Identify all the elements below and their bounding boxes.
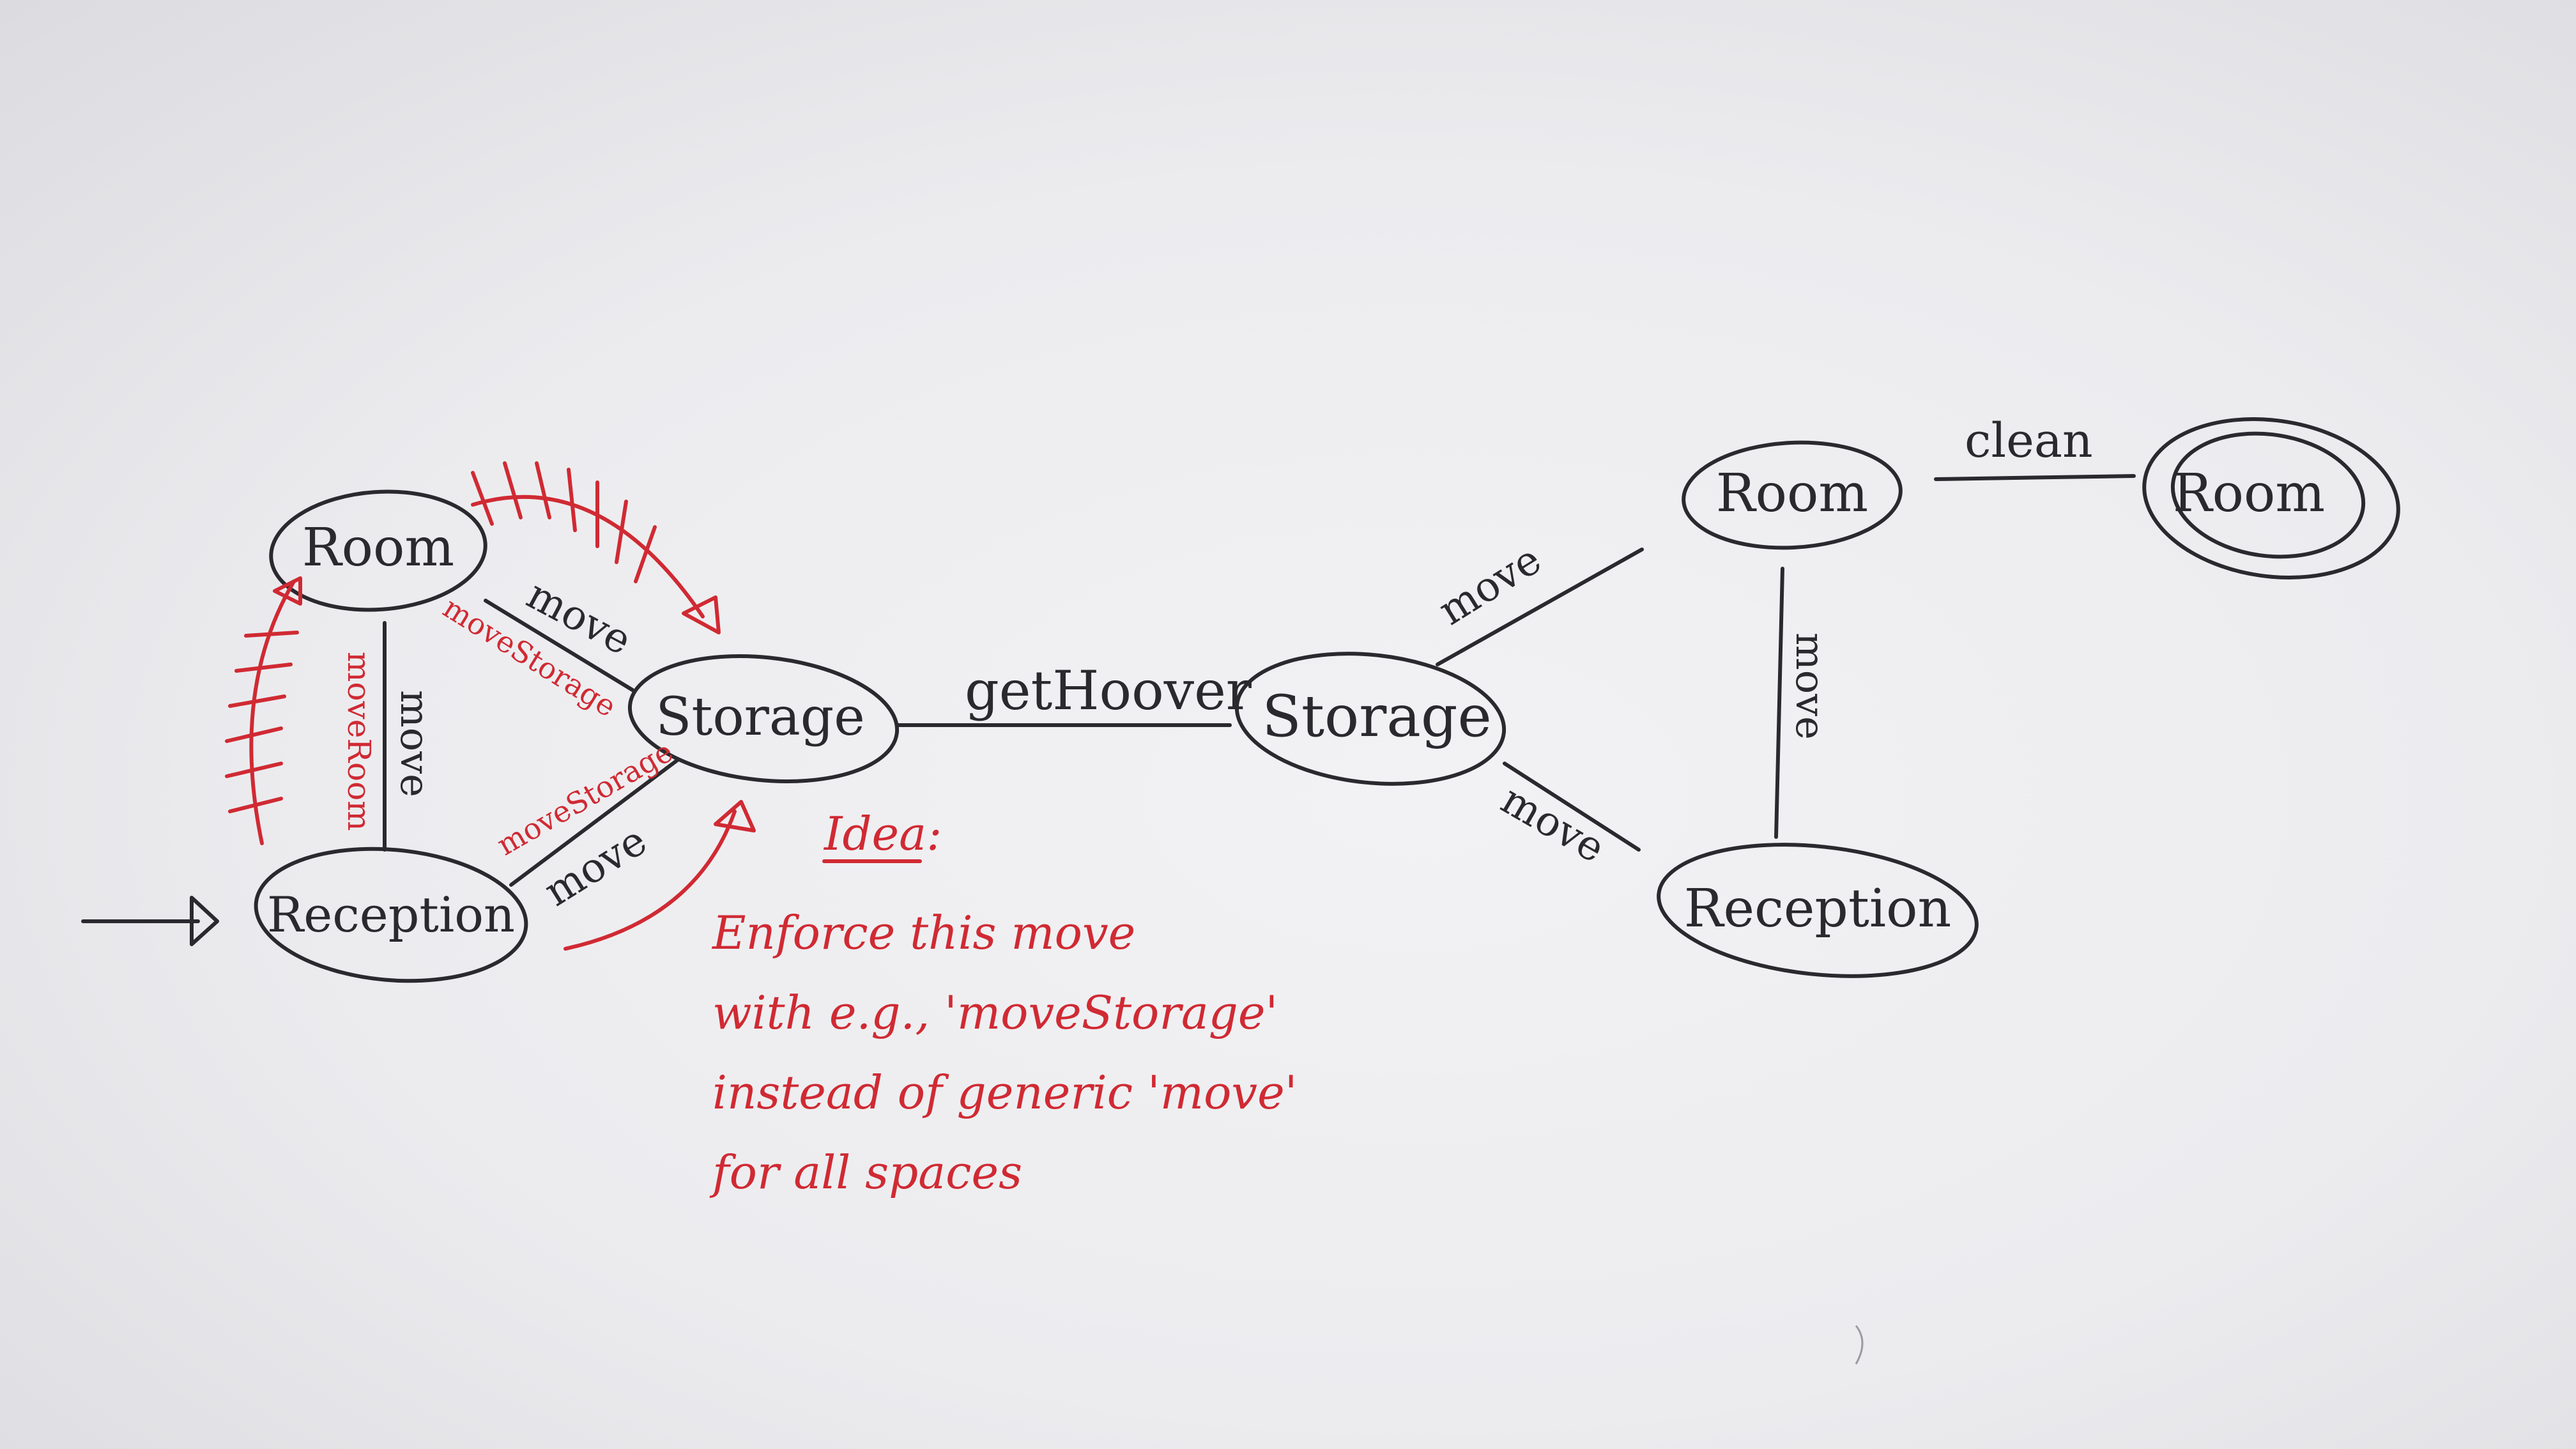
edge-room-clean-label: clean [1965, 413, 2093, 468]
edge-right-room-reception [1774, 567, 1784, 839]
idea-note-line-4: for all spaces [709, 1146, 1022, 1199]
start-arrow [81, 896, 219, 946]
edge-right-storage-reception-label: move [1493, 776, 1613, 873]
red-label-reception-storage: moveStorage [491, 734, 679, 862]
enforced-arrow-reception-storage [564, 800, 756, 951]
left-room-state: Room [269, 489, 487, 612]
edge-room-clean [1934, 474, 2136, 481]
paper-mark [1855, 1325, 1864, 1365]
right-final-room-label: Room [2173, 463, 2325, 524]
left-storage-label: Storage [656, 687, 865, 747]
edge-getHoover-label: getHoover [965, 659, 1252, 722]
edge-room-storage [484, 599, 634, 692]
idea-note: Idea: Enforce this move with e.g., 'move… [709, 807, 1298, 1199]
edge-right-room-reception-label: move [1787, 632, 1834, 740]
right-room-label: Room [1716, 463, 1868, 524]
left-room-label: Room [302, 518, 454, 578]
right-final-room-state: Room [2142, 417, 2400, 579]
idea-note-line-1: Enforce this move [711, 906, 1135, 960]
crossed-arrow-room-storage [471, 461, 721, 634]
edge-room-reception-label: move [392, 690, 438, 797]
right-room-state: Room [1682, 440, 1903, 550]
left-storage-state: Storage [627, 654, 900, 783]
edge-right-storage-room [1436, 548, 1644, 666]
edge-reception-storage [509, 758, 679, 887]
idea-note-line-2: with e.g., 'moveStorage' [712, 986, 1278, 1039]
edge-getHoover: getHoover [896, 659, 1252, 727]
right-storage-state: Storage [1234, 652, 1506, 786]
idea-note-title: Idea: [823, 807, 942, 861]
left-reception-state: Reception [254, 847, 528, 983]
right-reception-state: Reception [1657, 843, 1979, 978]
right-storage-label: Storage [1262, 683, 1492, 750]
right-reception-label: Reception [1684, 878, 1952, 939]
edge-right-storage-reception [1503, 762, 1641, 852]
red-label-reception-room: moveRoom [341, 652, 378, 831]
edge-right-storage-room-label: move [1430, 536, 1549, 635]
left-reception-label: Reception [267, 886, 515, 943]
crossed-arrow-reception-room [225, 576, 302, 845]
idea-note-line-3: instead of generic 'move' [712, 1066, 1298, 1119]
